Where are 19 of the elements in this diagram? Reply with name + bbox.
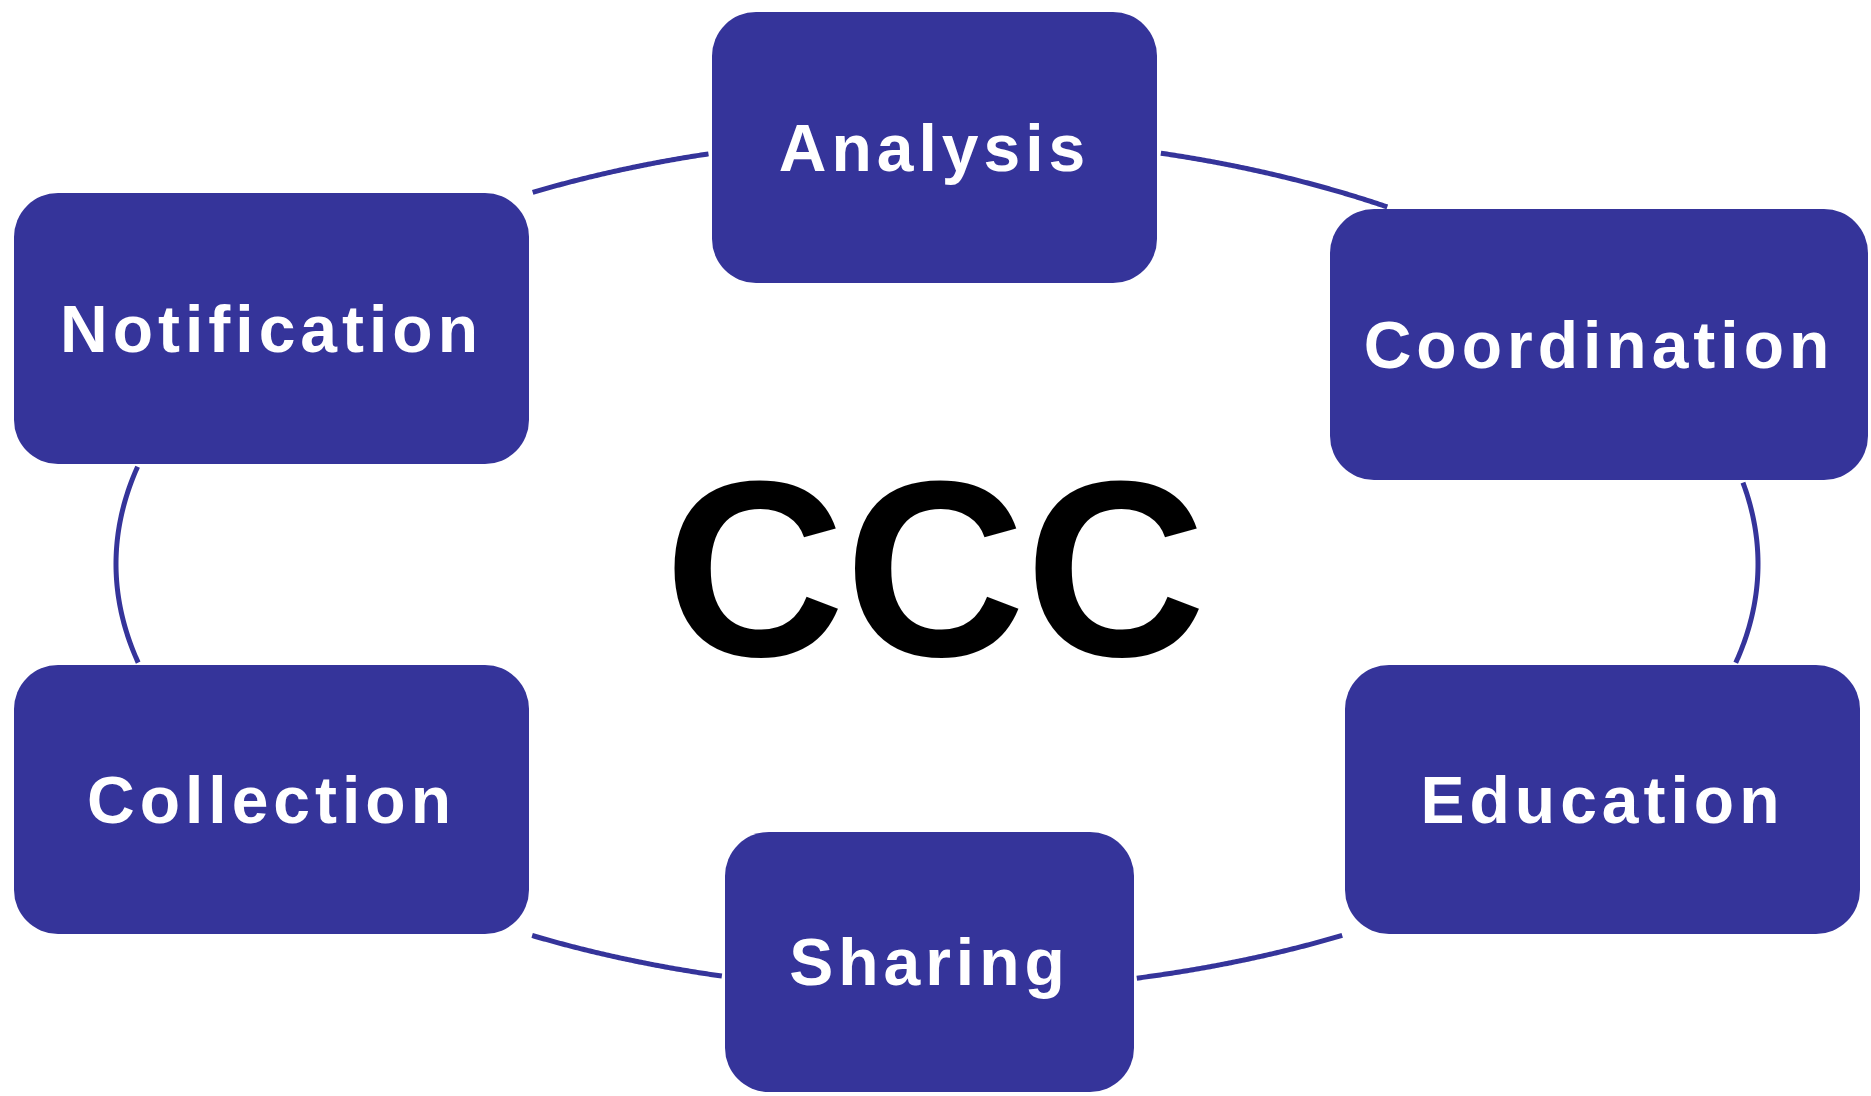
center-heading: CCC: [663, 445, 1207, 695]
box-label: Education: [1420, 761, 1785, 838]
box-label: Collection: [87, 761, 456, 838]
process-box: [14, 665, 529, 934]
box-label: Sharing: [789, 924, 1070, 1000]
ring-connector: [531, 933, 723, 979]
box-label: Analysis: [778, 109, 1091, 186]
process-box: [725, 832, 1134, 1092]
ring-connector: [1136, 932, 1343, 981]
process-box: [1345, 665, 1860, 934]
process-box: [712, 12, 1157, 283]
ring-connector: [1160, 150, 1389, 210]
ring-connector: [1733, 481, 1761, 665]
process-box: [14, 193, 529, 464]
ring-connector: [531, 151, 710, 195]
ring-connector: [113, 465, 141, 664]
box-label: Notification: [60, 290, 483, 367]
box-label: Coordination: [1363, 306, 1835, 383]
process-box: [1330, 209, 1868, 480]
